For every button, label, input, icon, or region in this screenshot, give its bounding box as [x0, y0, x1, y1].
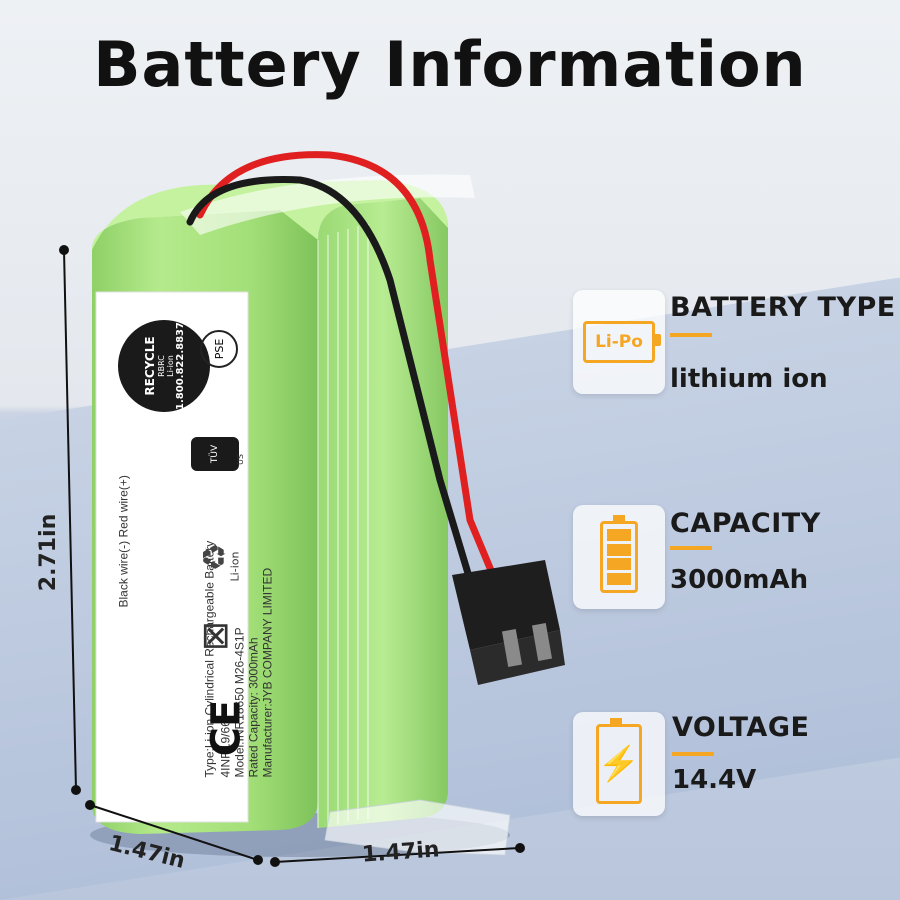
pse-text: PSE	[212, 338, 226, 360]
label-wire-text: Black wire(-) Red wire(+)	[116, 475, 131, 608]
lipo-icon-text: Li-Po	[595, 332, 643, 352]
capacity-title: CAPACITY	[670, 508, 821, 539]
voltage-title: VOLTAGE	[672, 712, 810, 743]
tuv-text: TÜV	[210, 444, 220, 464]
battery-side-face	[318, 198, 448, 828]
battery-type-title: BATTERY TYPE	[670, 292, 896, 323]
battery-type-value: lithium ion	[670, 364, 828, 394]
tuv-mark: TÜV	[191, 437, 239, 471]
rbrc-text: RBRC	[156, 355, 166, 377]
pse-mark: PSE	[200, 330, 238, 368]
tape-wrap	[317, 224, 369, 828]
tape-tail	[324, 799, 511, 856]
weee-bin-icon: ⊠	[194, 620, 236, 652]
us-mark: US	[235, 454, 245, 465]
capacity-icon-box	[573, 505, 665, 609]
full-battery-icon	[600, 515, 638, 593]
voltage-icon-box: ⚡	[573, 712, 665, 816]
dimension-lines	[59, 245, 525, 867]
voltage-value: 14.4V	[672, 765, 757, 795]
ce-mark: CE	[203, 699, 250, 757]
phone-text: 1.800.822.8837	[174, 322, 186, 410]
height-dimension-label: 2.71in	[36, 513, 62, 592]
battery-type-icon-box: Li-Po	[573, 290, 665, 394]
red-wire	[196, 151, 499, 584]
capacity-value: 3000mAh	[670, 565, 809, 595]
wire-connector	[452, 560, 565, 685]
battery-type-rule	[670, 333, 712, 337]
lipo-battery-icon: Li-Po	[583, 321, 661, 363]
voltage-rule	[672, 752, 714, 756]
capacity-rule	[670, 546, 712, 550]
black-wire	[186, 176, 474, 584]
lightning-battery-icon: ⚡	[596, 718, 642, 804]
page-title: Battery Information	[93, 28, 807, 101]
seal-li-ion-text: Li-ion	[165, 355, 175, 377]
recycle-seal: RECYCLE RBRC Li-ion 1.800.822.8837	[118, 320, 210, 412]
recycle-seal-text: RECYCLE	[142, 336, 157, 396]
label-line-5: Manufacturer:JYB COMPANY LIMITED	[260, 567, 275, 778]
recycle-li-ion-text: Li-ion	[228, 551, 242, 582]
